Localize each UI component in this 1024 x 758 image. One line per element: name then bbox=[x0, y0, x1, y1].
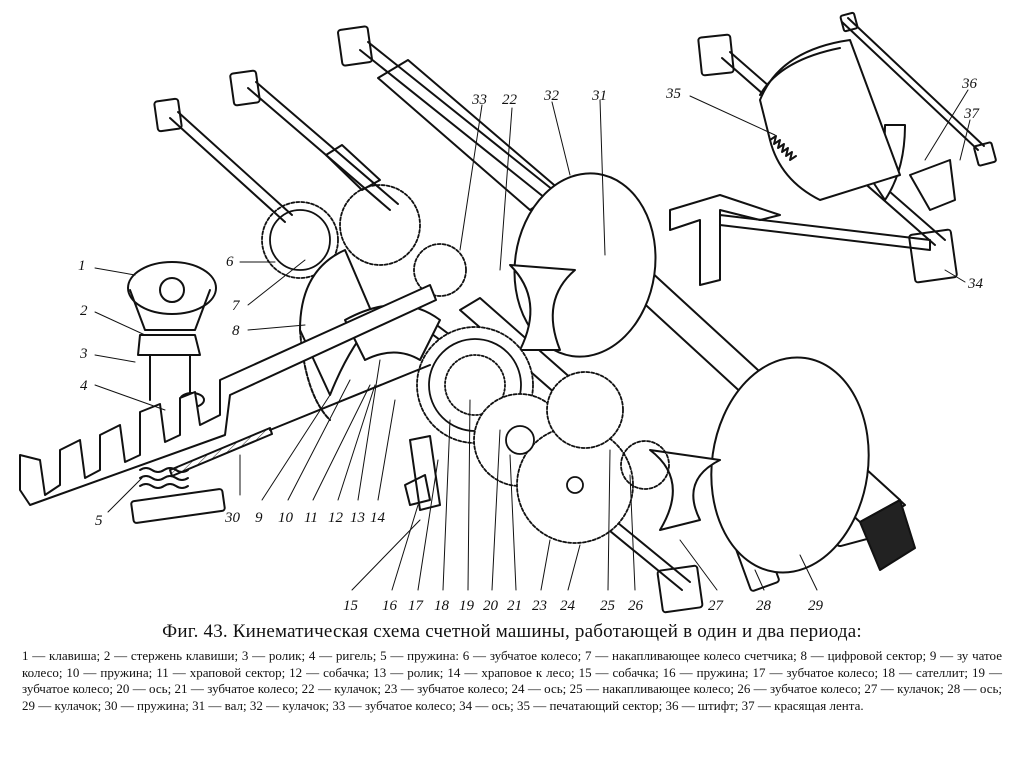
legend-item: 5 — пружина: bbox=[380, 648, 463, 663]
pawls bbox=[404, 435, 441, 511]
label-22: 22 bbox=[502, 92, 518, 108]
key-assembly bbox=[127, 261, 217, 408]
springs-5 bbox=[130, 467, 226, 524]
printing-sector-35 bbox=[759, 39, 901, 201]
legend-item: 27 — кулачок; bbox=[864, 681, 948, 697]
label-9: 9 bbox=[255, 510, 263, 526]
legend-item: 16 — пружина; bbox=[662, 664, 753, 680]
legend-item: 12 — собачка; bbox=[289, 664, 374, 680]
label-29: 29 bbox=[808, 598, 824, 614]
legend-item: 34 — ось; bbox=[459, 697, 517, 713]
label-34: 34 bbox=[967, 276, 984, 292]
frame-bracket bbox=[669, 159, 956, 286]
parts-legend: 1 — клавиша; 2 — стержень клавиши; 3 — р… bbox=[22, 648, 1002, 714]
label-28: 28 bbox=[756, 598, 772, 614]
legend-item: 30 — пружина; bbox=[104, 697, 193, 713]
label-18: 18 bbox=[434, 598, 450, 614]
label-6: 6 bbox=[226, 254, 234, 270]
label-31: 31 bbox=[591, 88, 607, 104]
legend-item: 19 — зубчатое колесо; bbox=[22, 664, 1002, 697]
label-13: 13 bbox=[350, 510, 365, 526]
cams bbox=[509, 124, 906, 574]
legend-item: 33 — зубчатое колесо; bbox=[332, 697, 460, 713]
kinematic-diagram: 1 2 3 4 5 6 7 8 9 10 11 12 13 14 15 16 1… bbox=[19, 11, 997, 614]
legend-item: 31 — вал; bbox=[192, 697, 250, 713]
legend-item: 8 — цифровой сектор; bbox=[800, 648, 930, 663]
legend-item: 36 — штифт; bbox=[665, 697, 742, 713]
legend-item: 21 — зубчатое колесо; bbox=[174, 681, 302, 697]
rigel-bar-4 bbox=[19, 284, 437, 506]
legend-item: 2 — стержень клавиши; bbox=[103, 648, 242, 663]
legend-item: 13 — ролик; bbox=[373, 664, 448, 680]
label-leaders bbox=[94, 89, 971, 591]
label-3: 3 bbox=[79, 346, 88, 362]
legend-item: 29 — кулачок; bbox=[22, 697, 105, 713]
diagram-drawing: 1 2 3 4 5 6 7 8 9 10 11 12 13 14 15 16 1… bbox=[19, 11, 997, 614]
legend-item: 17 — зубчатое колесо; bbox=[752, 664, 883, 680]
legend-item: 20 — ось; bbox=[116, 681, 175, 697]
label-7: 7 bbox=[232, 298, 241, 314]
legend-item: 7 — накапливающее колесо счетчика; bbox=[585, 648, 801, 663]
label-36: 36 bbox=[961, 76, 978, 92]
legend-item: 1 — клавиша; bbox=[22, 648, 104, 663]
legend-item: 28 — ось; bbox=[947, 681, 1003, 697]
legend-item: 10 — пружина; bbox=[66, 664, 157, 680]
legend-item: 25 — накапливающее колесо; bbox=[569, 681, 738, 697]
caption-title: Фиг. 43. Кинематическая схема счетной ма… bbox=[162, 621, 862, 642]
label-2: 2 bbox=[80, 303, 88, 319]
label-4: 4 bbox=[80, 378, 88, 394]
label-8: 8 bbox=[232, 323, 240, 339]
legend-item: 18 — сателлит; bbox=[882, 664, 973, 680]
label-14: 14 bbox=[370, 510, 386, 526]
legend-item: 6 — зубчатое колесо; bbox=[462, 648, 586, 663]
label-19: 19 bbox=[459, 598, 475, 614]
label-32: 32 bbox=[543, 88, 560, 104]
label-37: 37 bbox=[963, 106, 981, 122]
label-30: 30 bbox=[224, 510, 241, 526]
gears bbox=[261, 184, 670, 544]
legend-item: 3 — ролик; bbox=[241, 648, 309, 663]
part-labels: 1 2 3 4 5 6 7 8 9 10 11 12 13 14 15 16 1… bbox=[78, 76, 984, 614]
legend-item: 9 — зу чатое колесо; bbox=[22, 648, 1002, 680]
label-5: 5 bbox=[95, 513, 103, 529]
label-10: 10 bbox=[278, 510, 294, 526]
legend-item: 24 — ось; bbox=[511, 681, 570, 697]
legend-item: 22 — кулачок; bbox=[301, 681, 385, 697]
label-1: 1 bbox=[78, 258, 86, 274]
label-35: 35 bbox=[665, 86, 682, 102]
label-16: 16 bbox=[382, 598, 398, 614]
rack-30 bbox=[169, 364, 431, 477]
legend-item: 14 — храповое к лесо; bbox=[447, 664, 579, 680]
label-11: 11 bbox=[304, 510, 318, 526]
label-20: 20 bbox=[483, 598, 499, 614]
label-12: 12 bbox=[328, 510, 344, 526]
legend-item: 11 — храповой сектор; bbox=[156, 664, 290, 680]
label-33: 33 bbox=[471, 92, 487, 108]
legend-item: 26 — зубчатое колесо; bbox=[737, 681, 865, 697]
label-26: 26 bbox=[628, 598, 644, 614]
label-15: 15 bbox=[343, 598, 359, 614]
label-21: 21 bbox=[507, 598, 522, 614]
legend-item: 37 — красящая лента. bbox=[741, 697, 864, 713]
legend-item: 32 — кулачок; bbox=[249, 697, 333, 713]
label-25: 25 bbox=[600, 598, 616, 614]
ink-ribbon-37 bbox=[839, 11, 997, 167]
figure-caption: Фиг. 43. Кинематическая схема счетной ма… bbox=[0, 620, 1024, 714]
legend-item: 4 — ригель; bbox=[308, 648, 381, 663]
legend-item: 35 — печатающий сектор; bbox=[516, 697, 666, 713]
label-23: 23 bbox=[532, 598, 547, 614]
label-27: 27 bbox=[708, 598, 725, 614]
legend-item: 23 — зубчатое колесо; bbox=[384, 681, 512, 697]
legend-item: 15 — собачка; bbox=[578, 664, 663, 680]
label-24: 24 bbox=[560, 598, 576, 614]
label-17: 17 bbox=[408, 598, 425, 614]
